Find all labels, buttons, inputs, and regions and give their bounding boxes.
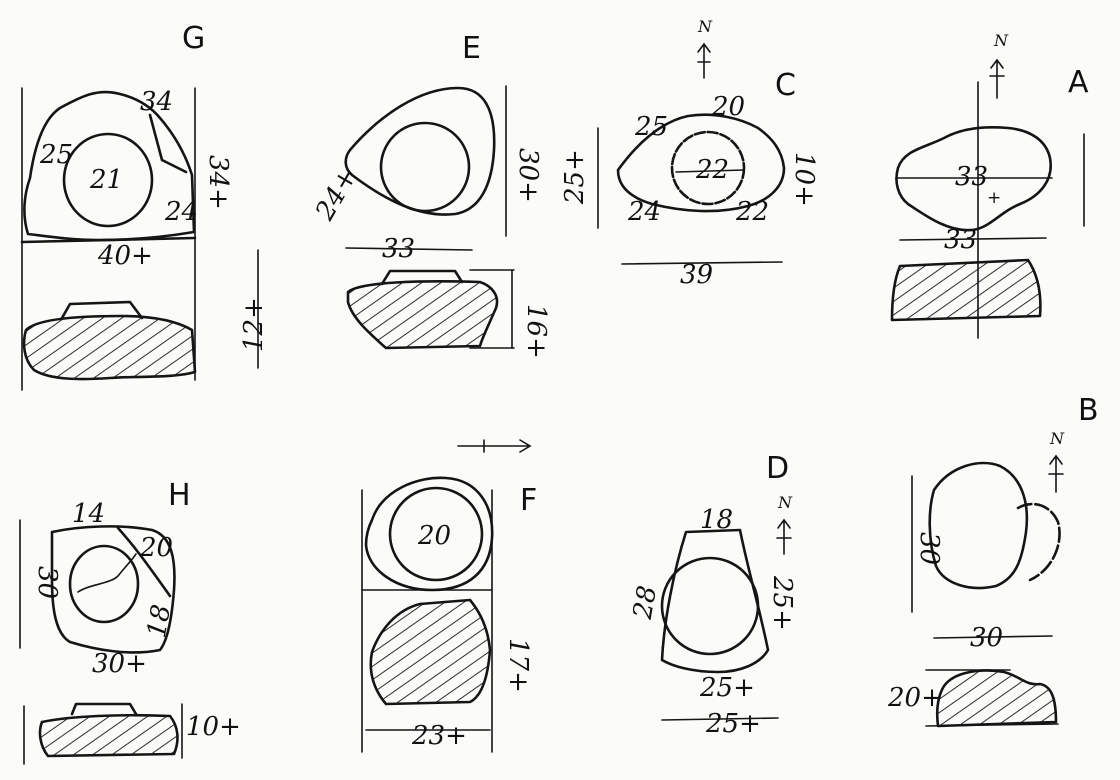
stone-label-g: G xyxy=(182,21,205,56)
width-label: 30 xyxy=(970,623,1003,653)
width-label: 23+ xyxy=(411,721,467,751)
north-label: N xyxy=(993,31,1009,50)
section-hatched xyxy=(369,598,492,706)
dim-label: 24 xyxy=(627,197,661,227)
stone-label-c: C xyxy=(775,68,796,103)
stone-c: N C 25 20 22 10+ 24 22 25+ 39 xyxy=(560,17,819,290)
dim-label: 10+ xyxy=(789,152,819,207)
stone-e: E 30+ 24+ 33 16+ xyxy=(310,31,551,359)
north-arrow-icon xyxy=(776,518,792,555)
plan-lobe xyxy=(1016,502,1061,582)
width-label: 39 xyxy=(680,260,713,290)
stone-label-a: A xyxy=(1068,65,1089,100)
dimension-line xyxy=(621,261,783,265)
height-label: 10+ xyxy=(186,712,241,742)
plan-outline xyxy=(50,525,176,654)
socket-circle xyxy=(670,130,746,206)
width-label: 30+ xyxy=(92,649,147,679)
plan-outline xyxy=(364,476,494,592)
dimension-line xyxy=(899,237,1047,241)
section-cap xyxy=(380,269,464,286)
dimension-line xyxy=(20,236,197,244)
width-label: 33 xyxy=(944,225,977,255)
section-cap xyxy=(60,300,144,320)
section-cap xyxy=(70,702,138,716)
section-hatched xyxy=(346,280,499,350)
north-arrow-icon xyxy=(989,58,1005,99)
dim-label: 20 xyxy=(711,92,745,122)
socket-circle xyxy=(379,121,471,213)
plan-outline xyxy=(23,90,196,242)
stone-a: N A 33 + 33 xyxy=(890,31,1089,339)
dimension-line xyxy=(661,717,779,721)
dim-label: 25 xyxy=(634,112,668,142)
dim-label: 25 xyxy=(39,140,73,170)
dim-label: 18 xyxy=(142,602,177,640)
dim-label: 25+ xyxy=(699,673,755,703)
stone-f: F 20 17+ 23+ xyxy=(361,439,537,753)
dim-label: 21 xyxy=(89,165,123,195)
height-label: 12+ xyxy=(239,297,269,352)
dim-label: 28 xyxy=(628,583,663,622)
height-label: 16+ xyxy=(521,304,551,359)
north-arrow-icon xyxy=(697,42,711,79)
socket-circle xyxy=(660,556,760,656)
dim-label: 14 xyxy=(72,499,105,529)
dim-label: 25+ xyxy=(560,149,590,205)
dim-label: 24+ xyxy=(310,163,364,226)
stone-h: H 14 20 18 30 30+ 10+ xyxy=(19,478,241,765)
dimension-line xyxy=(345,247,473,251)
plan-facet xyxy=(148,113,188,174)
stone-label-h: H xyxy=(168,478,191,513)
dim-label: 22 xyxy=(735,197,769,227)
width-label: 25+ xyxy=(705,709,761,739)
section-hatched xyxy=(22,314,197,381)
section-hatched xyxy=(890,258,1042,322)
plan-outline xyxy=(344,86,496,216)
dim-label: 34 xyxy=(140,87,173,117)
dim-label: 34+ xyxy=(203,155,233,210)
north-label: N xyxy=(1049,429,1065,448)
stone-b: B N 30 30 20+ xyxy=(887,393,1099,728)
stone-label-e: E xyxy=(462,31,481,66)
stone-g: G 25 34 21 24 34+ 40+ 12+ xyxy=(20,21,269,391)
height-label: 17+ xyxy=(503,638,533,693)
dimension-line xyxy=(933,635,1053,639)
north-arrow-icon xyxy=(1048,454,1064,493)
stone-d: D N 18 28 25+ 25+ 25+ xyxy=(628,451,797,739)
dim-label: + xyxy=(987,188,1001,208)
plan-outline xyxy=(660,528,770,674)
dimension-line xyxy=(675,169,745,173)
stone-label-d: D xyxy=(766,451,789,486)
dim-label: 24 xyxy=(164,197,198,227)
north-arrow-icon xyxy=(457,439,532,453)
dim-label: 20 xyxy=(139,533,173,563)
dimension-line xyxy=(925,723,1059,727)
section-hatched xyxy=(935,669,1058,728)
socket-circle xyxy=(388,486,484,582)
height-label: 20+ xyxy=(887,683,943,713)
dim-label: 33 xyxy=(955,162,988,192)
section-hatched xyxy=(38,713,179,758)
stone-label-f: F xyxy=(520,483,537,518)
plan-outline xyxy=(616,113,786,213)
dim-label: 30 xyxy=(32,566,62,599)
socket-circle xyxy=(68,544,140,624)
north-label: N xyxy=(777,493,793,512)
plan-facet xyxy=(116,526,172,598)
plan-outline xyxy=(895,126,1052,232)
dim-label: 22 xyxy=(695,155,729,185)
crack-line xyxy=(77,553,137,593)
dim-label: 30 xyxy=(914,532,944,565)
north-label: N xyxy=(697,17,713,36)
dim-label: 30+ xyxy=(513,148,543,203)
width-label: 40+ xyxy=(97,241,153,271)
stone-label-b: B xyxy=(1078,393,1099,428)
width-label: 33 xyxy=(382,234,415,264)
socket-circle xyxy=(62,132,154,228)
dim-label: 25+ xyxy=(767,575,797,631)
dim-label: 20 xyxy=(417,521,451,551)
plan-outline xyxy=(928,461,1029,590)
